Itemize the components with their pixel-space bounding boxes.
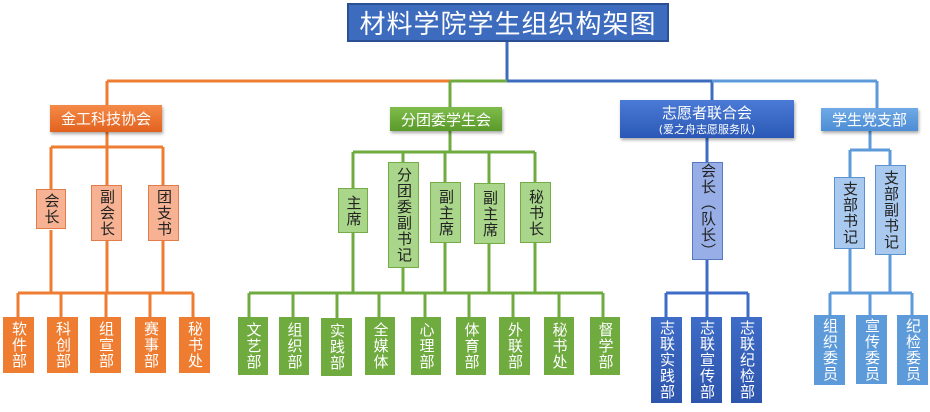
department-box: 体育部	[456, 317, 486, 375]
branch-header-fentuanwei: 分团委学生会	[390, 107, 502, 131]
department-box: 志联实践部	[651, 317, 682, 403]
department-box: 科创部	[47, 317, 78, 373]
leader-box: 支部副书记	[875, 165, 906, 255]
branch-header-dangzhibu: 学生党支部	[821, 108, 918, 131]
department-box: 全媒体	[365, 317, 395, 375]
department-box: 督学部	[590, 317, 620, 375]
department-box: 秘书处	[179, 317, 210, 373]
branch-header-subtitle: (爱之舟志愿服务队)	[658, 123, 756, 136]
leader-box: 支部书记	[834, 177, 865, 249]
branch-header-zhiyuanzhe: 志愿者联合会 (爱之舟志愿服务队)	[620, 100, 794, 138]
leader-box: 会长（队长）	[692, 162, 723, 260]
department-box: 软件部	[3, 317, 34, 373]
department-box: 文艺部	[238, 317, 268, 375]
leader-box: 主席	[338, 188, 368, 233]
leader-box: 分团委副书记	[388, 162, 419, 268]
department-box: 组织部	[279, 317, 309, 375]
page-title: 材料学院学生组织构架图	[347, 3, 669, 42]
leader-box: 副会长	[91, 185, 122, 241]
department-box: 外联部	[499, 317, 530, 375]
department-box: 志联纪检部	[731, 317, 762, 403]
leader-box: 团支书	[148, 185, 179, 241]
department-box: 组织委员	[814, 315, 845, 385]
leader-box: 会长	[36, 189, 66, 229]
department-box: 心理部	[411, 317, 441, 375]
branch-header-title: 志愿者联合会	[661, 104, 752, 122]
department-box: 组宣部	[90, 317, 121, 373]
department-box: 赛事部	[135, 317, 166, 373]
department-box: 秘书处	[544, 317, 574, 375]
branch-header-jingong: 金工科技协会	[50, 105, 162, 132]
department-box: 志联宣传部	[691, 317, 722, 403]
department-box: 纪检委员	[897, 315, 928, 385]
leader-box: 副主席	[474, 183, 505, 244]
leader-box: 秘书长	[520, 182, 551, 243]
department-box: 宣传委员	[856, 315, 887, 384]
leader-box: 副主席	[430, 182, 461, 243]
department-box: 实践部	[321, 318, 352, 376]
